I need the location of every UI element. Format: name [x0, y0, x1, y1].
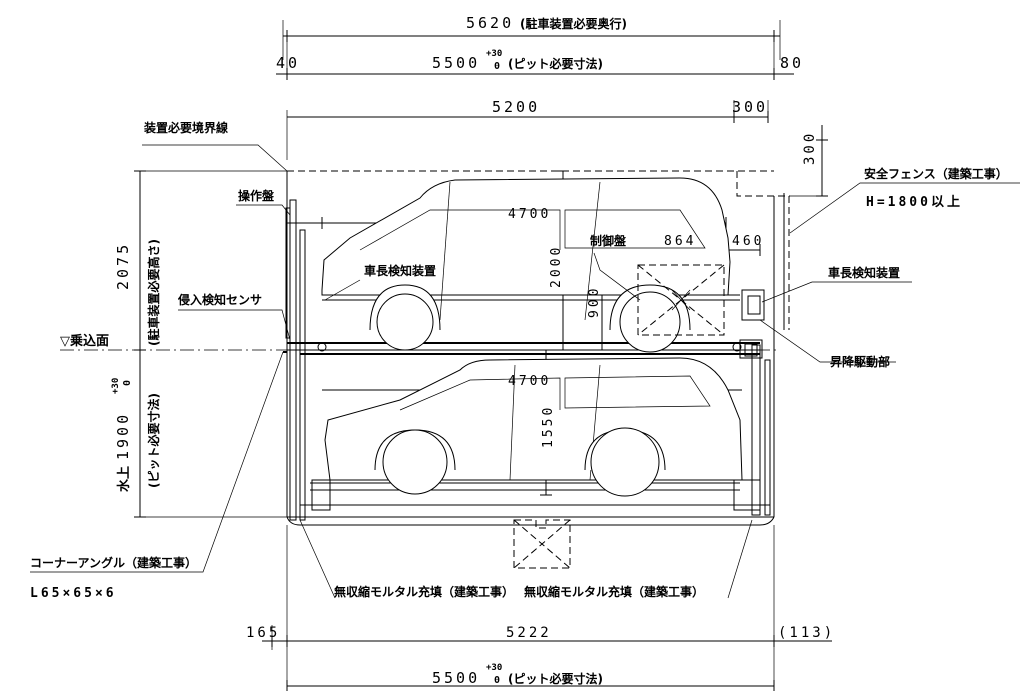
- label-safety-fence-height: H=1800以上: [866, 195, 963, 210]
- dim-bottom-mid: 5222: [506, 625, 552, 641]
- label-corner-angle-spec: L65×65×6: [30, 586, 117, 601]
- dim-total-depth: 5620: [466, 14, 514, 32]
- upper-car: [321, 177, 731, 353]
- label-lift-drive: 昇降駆動部: [830, 354, 890, 369]
- dim-upper-car-length: 4700: [508, 207, 551, 222]
- dim-bottom-right: (113): [778, 625, 835, 641]
- dim-left-clear: 40: [276, 54, 300, 72]
- pit-structure: [283, 171, 775, 526]
- label-mortar-left: 無収縮モルタル充填（建築工事）: [334, 584, 514, 599]
- label-length-detector-right: 車長検知装置: [828, 265, 900, 280]
- dim-pit-top: 5500: [432, 54, 480, 72]
- label-texts: 装置必要境界線 操作盤 車長検知装置 侵入検知センサ ▽乗込面 制御盤 安全フェ…: [30, 120, 1008, 601]
- dim-pit-bottom-tol-plus: +30: [486, 663, 502, 673]
- dim-lower-car-height: 1550: [541, 405, 556, 448]
- label-corner-angle: コーナーアングル（建築工事）: [30, 555, 197, 570]
- dim-pit-bottom-note: (ピット必要寸法): [508, 671, 603, 686]
- dim-ctrl-right: 460: [732, 234, 764, 249]
- label-mortar-right: 無収縮モルタル充填（建築工事）: [524, 584, 704, 599]
- dim-pit-depth-tol-zero: 0: [122, 380, 133, 386]
- leader-lines: [30, 144, 1020, 599]
- label-entry-level: ▽乗込面: [60, 333, 109, 349]
- dim-upper-car-height: 2000: [549, 245, 564, 288]
- label-boundary-line: 装置必要境界線: [143, 120, 228, 135]
- dim-lower-car-length: 4700: [508, 374, 551, 389]
- dim-pit-depth: 1900: [114, 412, 132, 460]
- dim-total-depth-note: (駐車装置必要奥行): [520, 16, 627, 31]
- dim-pit-top-note: (ピット必要寸法): [508, 56, 603, 71]
- dim-device-height: 2075: [114, 242, 132, 290]
- pit-sump: [513, 519, 571, 569]
- label-intrusion-sensor: 侵入検知センサ: [177, 292, 262, 307]
- dimension-texts: 5620 (駐車装置必要奥行) 40 80 5500 +30 0 (ピット必要寸…: [111, 14, 835, 687]
- dim-ctrl-width: 864: [664, 234, 696, 249]
- dim-ctrl-height: 900: [587, 286, 602, 318]
- dim-top-clear: 300: [802, 131, 818, 165]
- dim-platform-length: 5200: [492, 98, 540, 116]
- lower-car: [324, 357, 743, 497]
- control-panel-box: [637, 264, 725, 336]
- dim-pit-top-tol-zero: 0: [494, 61, 500, 72]
- dim-right-clear: 80: [780, 54, 804, 72]
- dim-pit-top-tol-plus: +30: [486, 49, 502, 59]
- label-length-detector-left: 車長検知装置: [364, 263, 436, 278]
- dim-pit-depth-prefix: 水上: [116, 466, 132, 492]
- dim-pit-depth-tol-plus: +30: [111, 378, 121, 394]
- dim-pit-bottom: 5500: [432, 669, 480, 687]
- dim-pit-bottom-tol-zero: 0: [494, 675, 500, 686]
- dim-right-gap: 300: [732, 98, 768, 116]
- label-operation-panel: 操作盤: [238, 188, 275, 203]
- dim-bottom-left: 165: [246, 625, 280, 641]
- dim-device-height-note: (駐車装置必要高さ): [146, 239, 161, 346]
- dim-pit-depth-note: (ピット必要寸法): [146, 393, 161, 488]
- label-safety-fence: 安全フェンス（建築工事）: [864, 166, 1008, 181]
- label-control-panel: 制御盤: [590, 233, 627, 248]
